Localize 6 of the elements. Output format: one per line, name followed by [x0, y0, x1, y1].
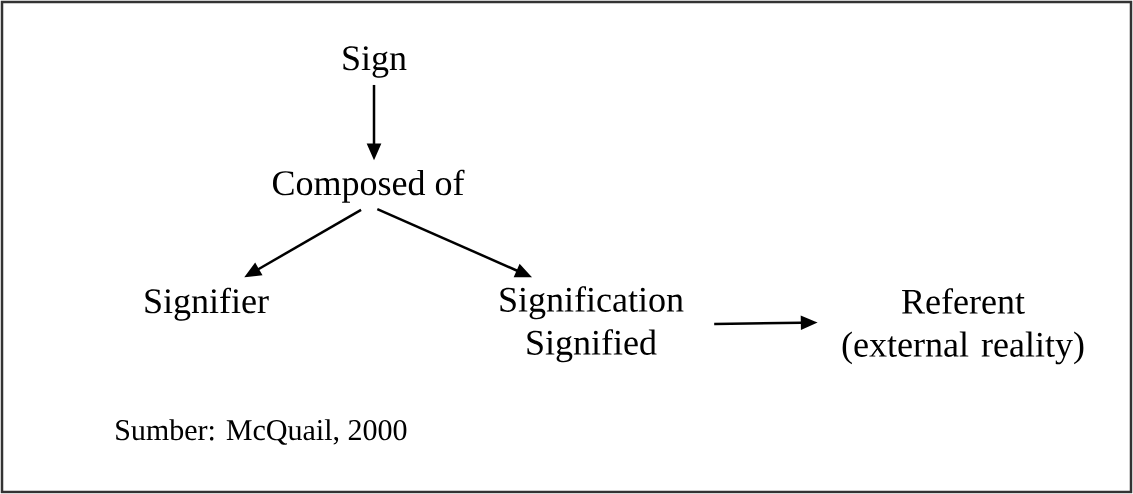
source-note: Sumber: McQuail, 2000 — [116, 419, 407, 445]
concept-label: Sign — [343, 46, 407, 78]
concept-label: Composed of — [273, 169, 465, 203]
concept-label: Referent (external reality) — [842, 288, 1084, 365]
concept-label: Signification Signified — [500, 286, 684, 363]
concept-label: Signifier — [145, 287, 269, 321]
